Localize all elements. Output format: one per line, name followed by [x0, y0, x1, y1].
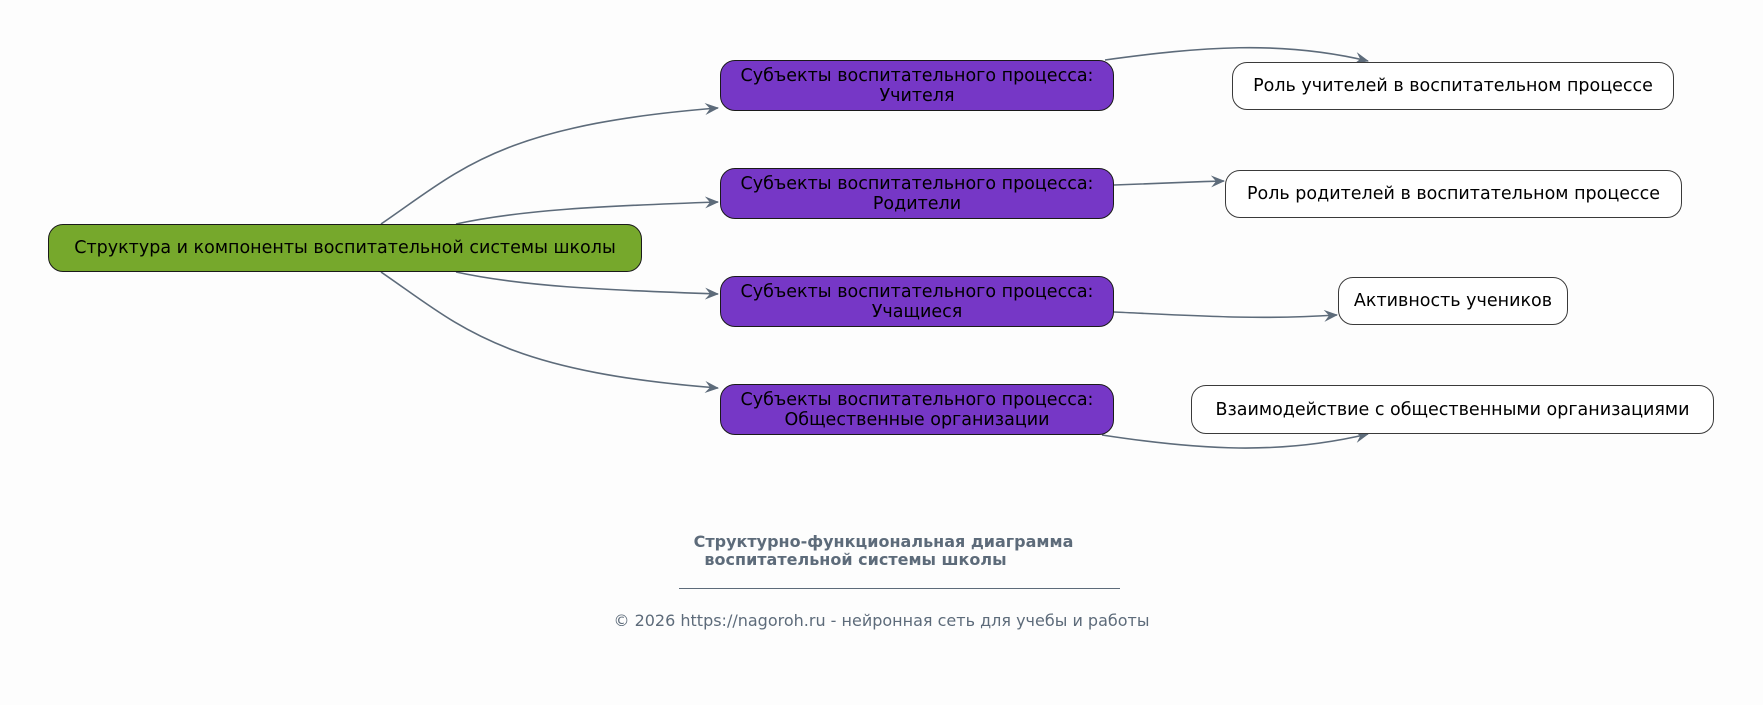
subject-node-students: Субъекты воспитательного процесса:Учащие…: [720, 276, 1114, 327]
edge-organizations-to-interaction: [1101, 431, 1369, 449]
edge-root-to-organizations: [380, 271, 719, 393]
subject-title: Субъекты воспитательного процесса:: [740, 389, 1094, 410]
edge-students-to-activity: [1113, 309, 1338, 322]
leaf-node-students-activity: Активность учеников: [1338, 277, 1568, 325]
subject-node-parents: Субъекты воспитательного процесса:Родите…: [720, 168, 1114, 219]
subject-name: Родители: [872, 193, 962, 214]
diagram-title-line1: Структурно-функциональная диаграмма: [693, 532, 1074, 551]
leaf-label: Взаимодействие с общественными организац…: [1215, 399, 1690, 420]
leaf-node-teachers-role: Роль учителей в воспитательном процессе: [1232, 62, 1674, 110]
root-node: Структура и компоненты воспитательной си…: [48, 224, 642, 272]
edge-teachers-to-role: [1104, 46, 1369, 64]
subject-node-organizations: Субъекты воспитательного процесса:Общест…: [720, 384, 1114, 435]
subject-name: Учащиеся: [871, 301, 963, 322]
diagram-title-line2: воспитательной системы школы: [704, 550, 1007, 569]
leaf-label: Активность учеников: [1353, 291, 1553, 311]
subject-name: Общественные организации: [784, 409, 1050, 430]
leaf-node-parents-role: Роль родителей в воспитательном процессе: [1225, 170, 1682, 218]
copyright-footer: © 2026 https://nagoroh.ru - нейронная се…: [613, 611, 1150, 630]
caption-divider: [679, 588, 1120, 589]
subject-title: Субъекты воспитательного процесса:: [740, 173, 1094, 194]
edge-root-to-teachers: [380, 103, 719, 225]
edge-root-to-students: [455, 271, 719, 300]
diagram-title: Структурно-функциональная диаграмма восп…: [0, 533, 1763, 569]
edge-root-to-parents: [455, 196, 719, 225]
leaf-node-organizations-interaction: Взаимодействие с общественными организац…: [1191, 385, 1714, 434]
subject-title: Субъекты воспитательного процесса:: [740, 65, 1094, 86]
leaf-label: Роль учителей в воспитательном процессе: [1253, 76, 1653, 96]
subject-name: Учителя: [879, 85, 955, 106]
subject-title: Субъекты воспитательного процесса:: [740, 281, 1094, 302]
subject-node-teachers: Субъекты воспитательного процесса:Учител…: [720, 60, 1114, 111]
edge-parents-to-role: [1113, 175, 1225, 188]
root-node-label: Структура и компоненты воспитательной си…: [74, 238, 616, 258]
leaf-label: Роль родителей в воспитательном процессе: [1246, 184, 1661, 204]
